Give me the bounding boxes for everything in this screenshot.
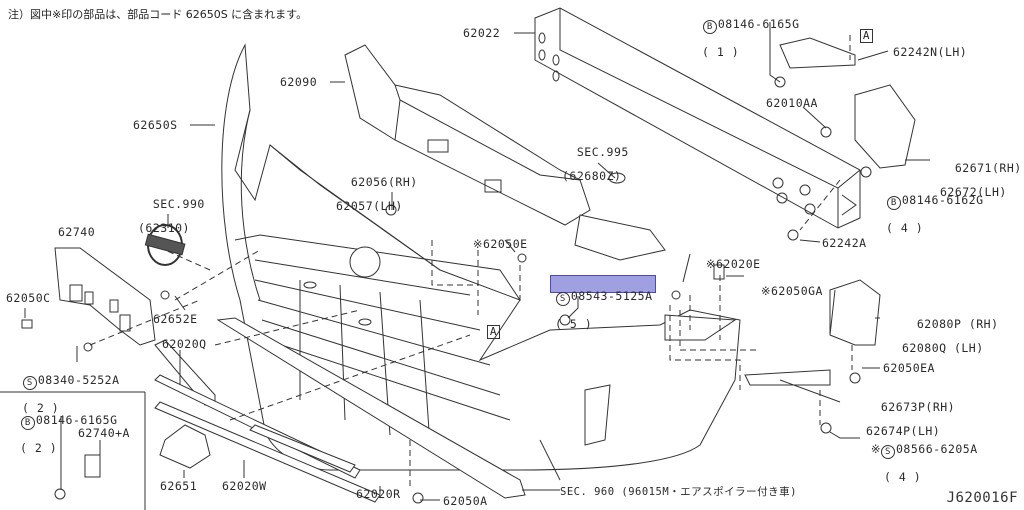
selected-part-highlight xyxy=(550,275,656,293)
energy-absorber-62090[interactable] xyxy=(345,45,665,260)
part-label-62010AA[interactable]: 62010AA xyxy=(766,96,818,110)
nissan-emblem[interactable] xyxy=(145,225,185,265)
lower-strips[interactable] xyxy=(155,318,525,502)
part-label-62050A[interactable]: 62050A xyxy=(443,494,488,508)
part-label-sec990[interactable]: SEC.990 (62310) xyxy=(138,197,205,235)
part-label-62020W[interactable]: 62020W xyxy=(222,479,267,493)
fasteners xyxy=(55,77,871,503)
part-label-62056-62057[interactable]: 62056(RH) 62057(LH) xyxy=(336,175,418,213)
reinforcement-beam-62022[interactable] xyxy=(535,8,860,228)
license-bracket-62740[interactable] xyxy=(22,248,155,345)
part-label-62050E[interactable]: ※62050E xyxy=(472,237,528,251)
part-label-sec960[interactable]: SEC. 960 (96015M・エアスポイラー付き車) xyxy=(560,486,797,498)
part-label-62020E[interactable]: ※62020E xyxy=(705,257,761,271)
part-label-62020R[interactable]: 62020R xyxy=(356,487,401,501)
diagram-note: 注）図中※印の部品は、部品コード 62650S に含まれます。 xyxy=(8,8,308,21)
part-label-62673P-62674P[interactable]: 62673P(RH) 62674P(LH) xyxy=(866,400,956,438)
bolt-b-symbol-icon: B xyxy=(702,20,717,34)
part-label-62671-62672[interactable]: 62671(RH) 62672(LH) xyxy=(940,161,1022,199)
reference-marker-a-top[interactable]: A xyxy=(845,17,873,43)
bolt-b-symbol-icon: B xyxy=(20,416,35,430)
part-label-62080P-62080Q[interactable]: 62080P (RH) 62080Q (LH) xyxy=(902,317,999,355)
part-label-62050C[interactable]: 62050C xyxy=(6,291,51,305)
dashed-guide-lines xyxy=(90,35,852,490)
bolt-b-symbol-icon: B xyxy=(886,196,901,210)
part-label-62022[interactable]: 62022 xyxy=(463,26,501,40)
part-label-62740[interactable]: 62740 xyxy=(58,225,96,239)
part-label-62242A[interactable]: 62242A xyxy=(822,236,867,250)
screw-s-symbol-icon: S xyxy=(22,376,37,390)
diagram-code: J620016F xyxy=(946,490,1018,506)
right-brackets[interactable] xyxy=(665,38,915,385)
part-label-62020Q[interactable]: 62020Q xyxy=(162,337,207,351)
part-label-62050GA[interactable]: ※62050GA xyxy=(760,284,823,298)
bumper-fascia-62650S[interactable] xyxy=(222,45,740,480)
leader-lines xyxy=(0,22,930,510)
screw-s-symbol-icon: S xyxy=(555,292,570,306)
part-label-62090[interactable]: 62090 xyxy=(280,75,318,89)
part-label-62651[interactable]: 62651 xyxy=(160,479,198,493)
part-label-62242N[interactable]: 62242N(LH) xyxy=(893,45,968,59)
part-label-62652E[interactable]: 62652E xyxy=(153,312,198,326)
part-label-62740A[interactable]: 62740+A xyxy=(78,426,130,440)
reference-marker-a-mid[interactable]: A xyxy=(472,313,500,339)
part-label-62050EA[interactable]: 62050EA xyxy=(883,361,935,375)
screw-s-symbol-icon: S xyxy=(881,445,895,459)
part-label-sec995[interactable]: SEC.995 (62680Z) xyxy=(562,145,629,183)
part-label-62650S[interactable]: 62650S xyxy=(133,118,178,132)
